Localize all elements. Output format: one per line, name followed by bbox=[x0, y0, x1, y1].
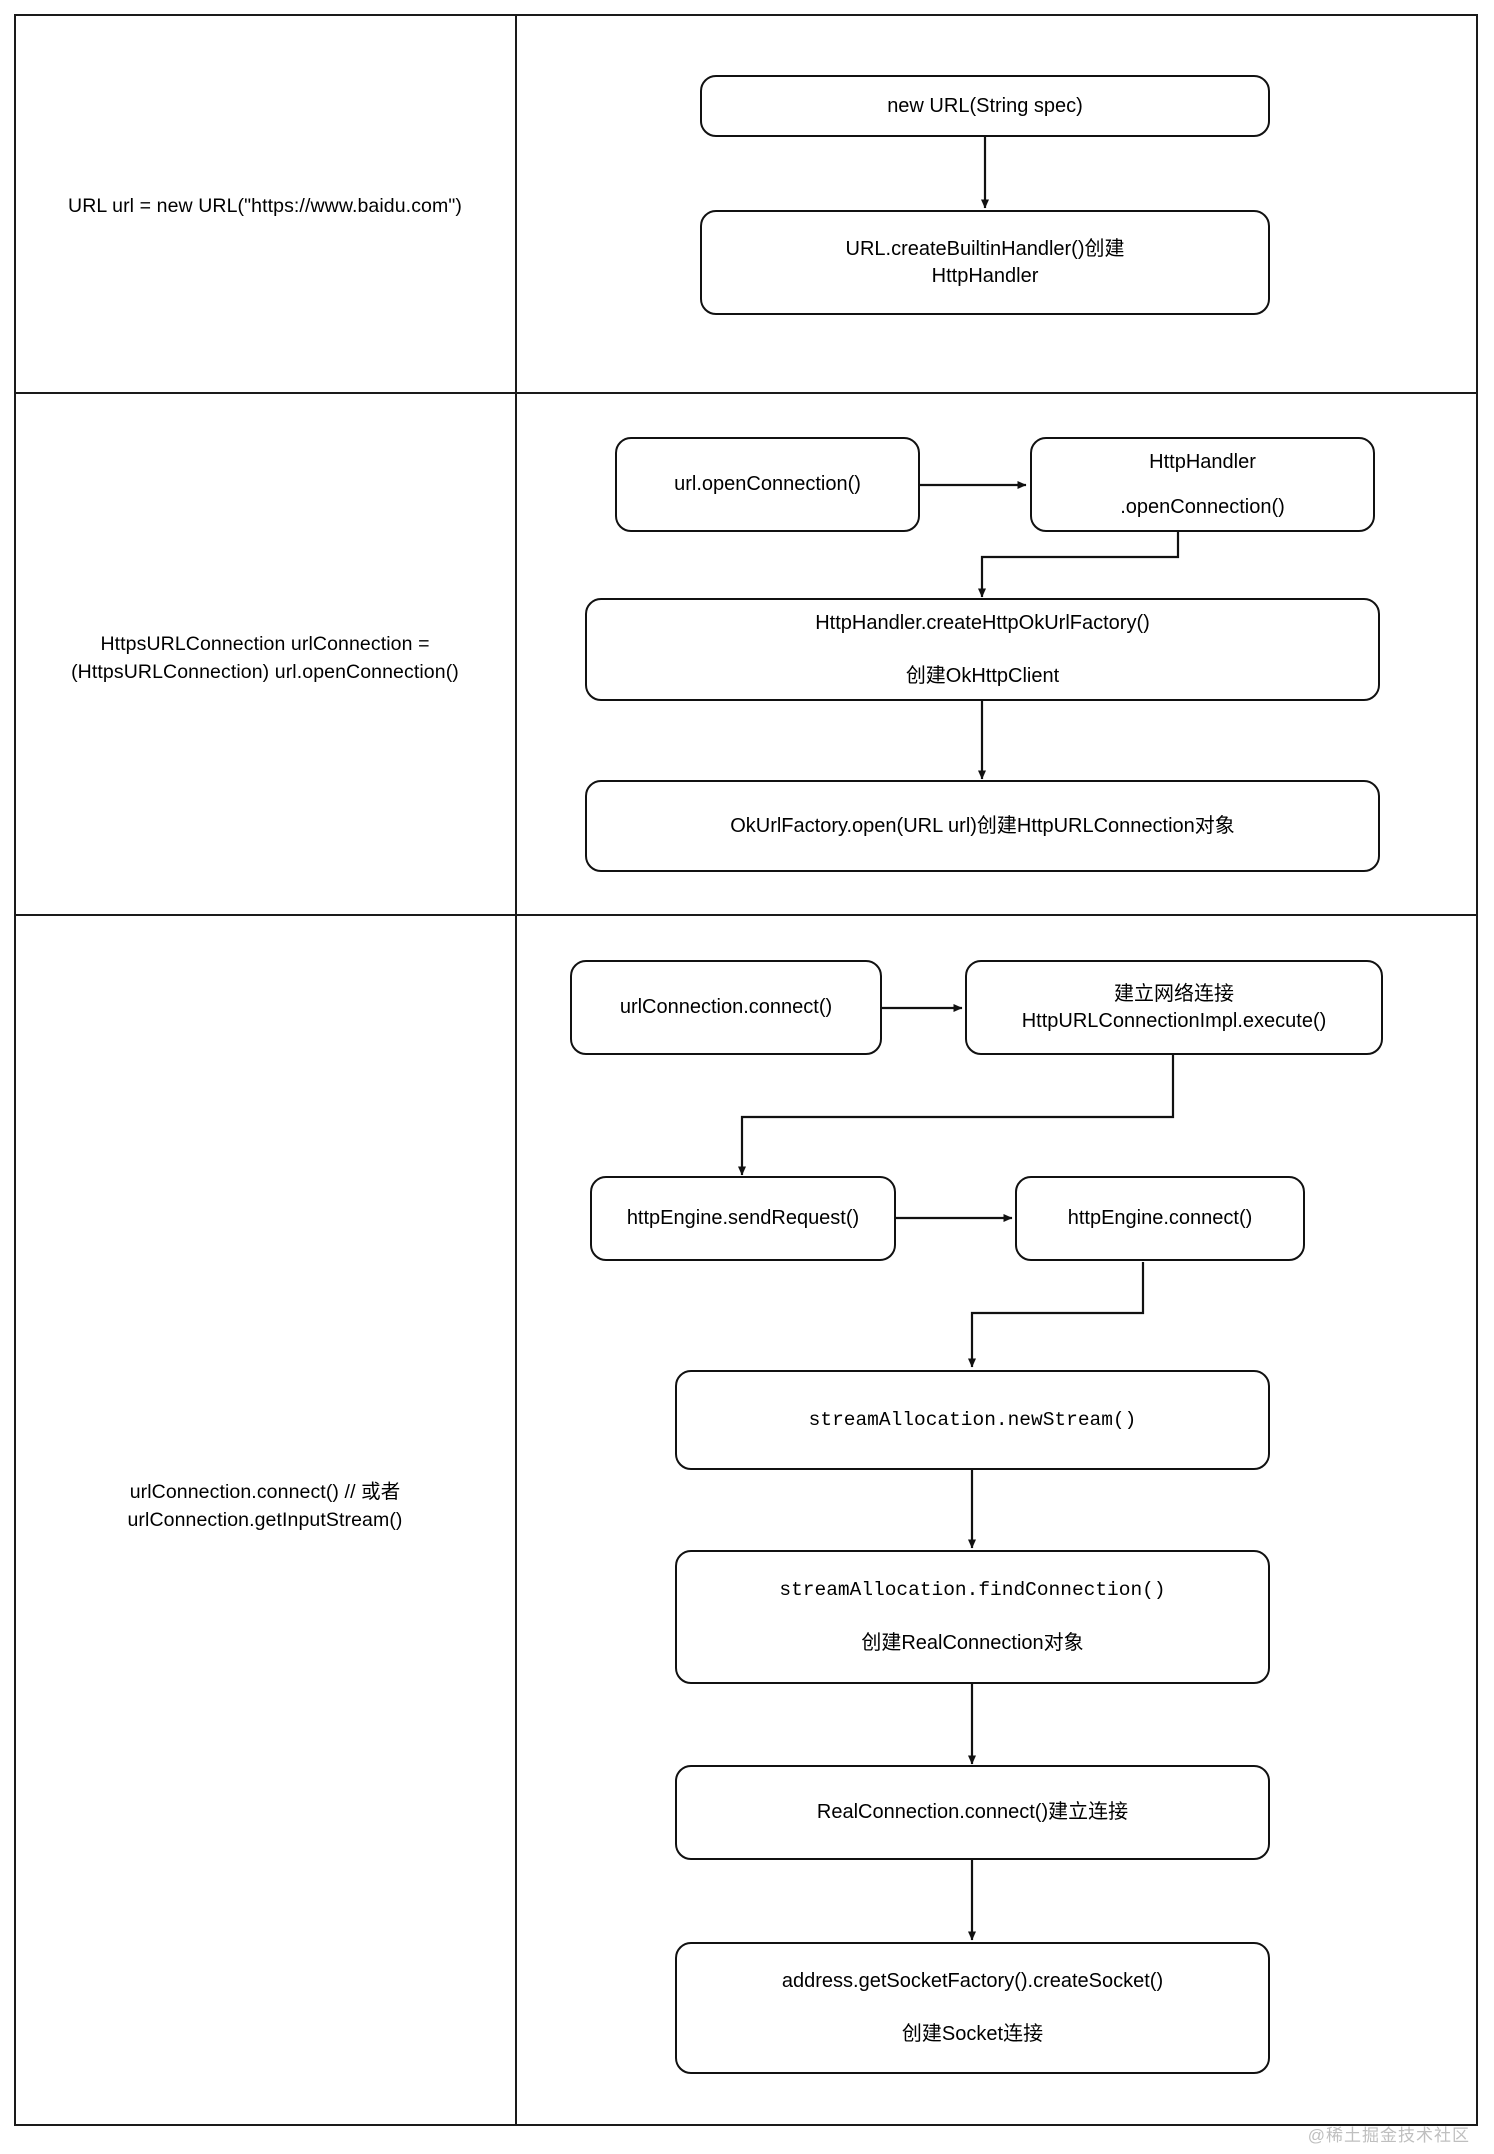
node-streamallocation-newstream[interactable]: streamAllocation.newStream() bbox=[675, 1370, 1270, 1470]
node-httpurlconnectionimpl-execute[interactable]: 建立网络连接 HttpURLConnectionImpl.execute() bbox=[965, 960, 1383, 1055]
node-httphandler-openconnection[interactable]: HttpHandler .openConnection() bbox=[1030, 437, 1375, 532]
node-new-url[interactable]: new URL(String spec) bbox=[700, 75, 1270, 137]
table-row-divider-1 bbox=[14, 392, 1478, 394]
table-row-divider-2 bbox=[14, 914, 1478, 916]
row-1-label-line-1: URL url = new URL("https://www.baidu.com… bbox=[68, 195, 462, 217]
node-httpurlconnectionimpl-execute-line-2: HttpURLConnectionImpl.execute() bbox=[1021, 1009, 1327, 1032]
node-create-httpokurlfactory-line-1: HttpHandler.createHttpOkUrlFactory() bbox=[815, 611, 1150, 634]
table-frame bbox=[14, 14, 1478, 2126]
node-create-builtin-handler[interactable]: URL.createBuiltinHandler()创建 HttpHandler bbox=[700, 210, 1270, 315]
node-httpengine-sendrequest[interactable]: httpEngine.sendRequest() bbox=[590, 1176, 896, 1261]
node-url-openconnection[interactable]: url.openConnection() bbox=[615, 437, 920, 532]
node-streamallocation-newstream-line-1: streamAllocation.newStream() bbox=[808, 1408, 1137, 1431]
node-urlconnection-connect-line-1: urlConnection.connect() bbox=[619, 996, 833, 1018]
node-new-url-line-1: new URL(String spec) bbox=[887, 94, 1083, 117]
node-streamallocation-findconnection-line-2: 创建RealConnection对象 bbox=[861, 1631, 1084, 1654]
node-realconnection-connect-line-1: RealConnection.connect()建立连接 bbox=[816, 1801, 1129, 1823]
node-httphandler-openconnection-line-1: HttpHandler bbox=[1149, 450, 1256, 473]
node-okurlfactory-open[interactable]: OkUrlFactory.open(URL url)创建HttpURLConne… bbox=[585, 780, 1380, 872]
node-create-builtin-handler-line-1: URL.createBuiltinHandler()创建 bbox=[845, 237, 1125, 260]
node-httphandler-openconnection-line-2: .openConnection() bbox=[1120, 495, 1285, 518]
node-create-httpokurlfactory-line-2: 创建OkHttpClient bbox=[905, 664, 1060, 687]
row-3-label-line-3: urlConnection.getInputStream() bbox=[127, 1509, 403, 1532]
node-httpengine-connect-line-1: httpEngine.connect() bbox=[1067, 1207, 1253, 1229]
node-realconnection-connect[interactable]: RealConnection.connect()建立连接 bbox=[675, 1765, 1270, 1860]
node-createsocket-line-2: 创建Socket连接 bbox=[901, 2023, 1044, 2045]
node-createsocket[interactable]: address.getSocketFactory().createSocket(… bbox=[675, 1942, 1270, 2074]
watermark: @稀土掘金技术社区 bbox=[1307, 2126, 1470, 2145]
node-httpengine-connect[interactable]: httpEngine.connect() bbox=[1015, 1176, 1305, 1261]
row-3-label: urlConnection.connect() // 或者 urlConnect… bbox=[16, 1478, 514, 1535]
node-streamallocation-findconnection[interactable]: streamAllocation.findConnection() 创建Real… bbox=[675, 1550, 1270, 1684]
row-3-label-line-1: urlConnection.connect() bbox=[129, 1481, 340, 1503]
node-httpengine-sendrequest-line-1: httpEngine.sendRequest() bbox=[626, 1207, 860, 1229]
node-createsocket-line-1: address.getSocketFactory().createSocket(… bbox=[781, 1970, 1164, 1992]
row-3-label-line-2: // 或者 bbox=[344, 1481, 401, 1503]
row-2-label: HttpsURLConnection urlConnection = (Http… bbox=[16, 630, 514, 687]
node-create-builtin-handler-line-2: HttpHandler bbox=[931, 264, 1039, 287]
table-column-divider bbox=[515, 14, 517, 2126]
row-2-label-line-2: (HttpsURLConnection) url.openConnection(… bbox=[71, 661, 459, 684]
node-url-openconnection-line-1: url.openConnection() bbox=[674, 473, 861, 495]
row-1-label: URL url = new URL("https://www.baidu.com… bbox=[16, 192, 514, 220]
node-okurlfactory-open-line-1: OkUrlFactory.open(URL url)创建HttpURLConne… bbox=[730, 814, 1235, 837]
node-streamallocation-findconnection-line-1: streamAllocation.findConnection() bbox=[779, 1579, 1166, 1602]
node-urlconnection-connect[interactable]: urlConnection.connect() bbox=[570, 960, 882, 1055]
row-2-label-line-1: HttpsURLConnection urlConnection = bbox=[100, 633, 430, 655]
node-httpurlconnectionimpl-execute-line-1: 建立网络连接 bbox=[1114, 982, 1234, 1005]
node-create-httpokurlfactory[interactable]: HttpHandler.createHttpOkUrlFactory() 创建O… bbox=[585, 598, 1380, 701]
